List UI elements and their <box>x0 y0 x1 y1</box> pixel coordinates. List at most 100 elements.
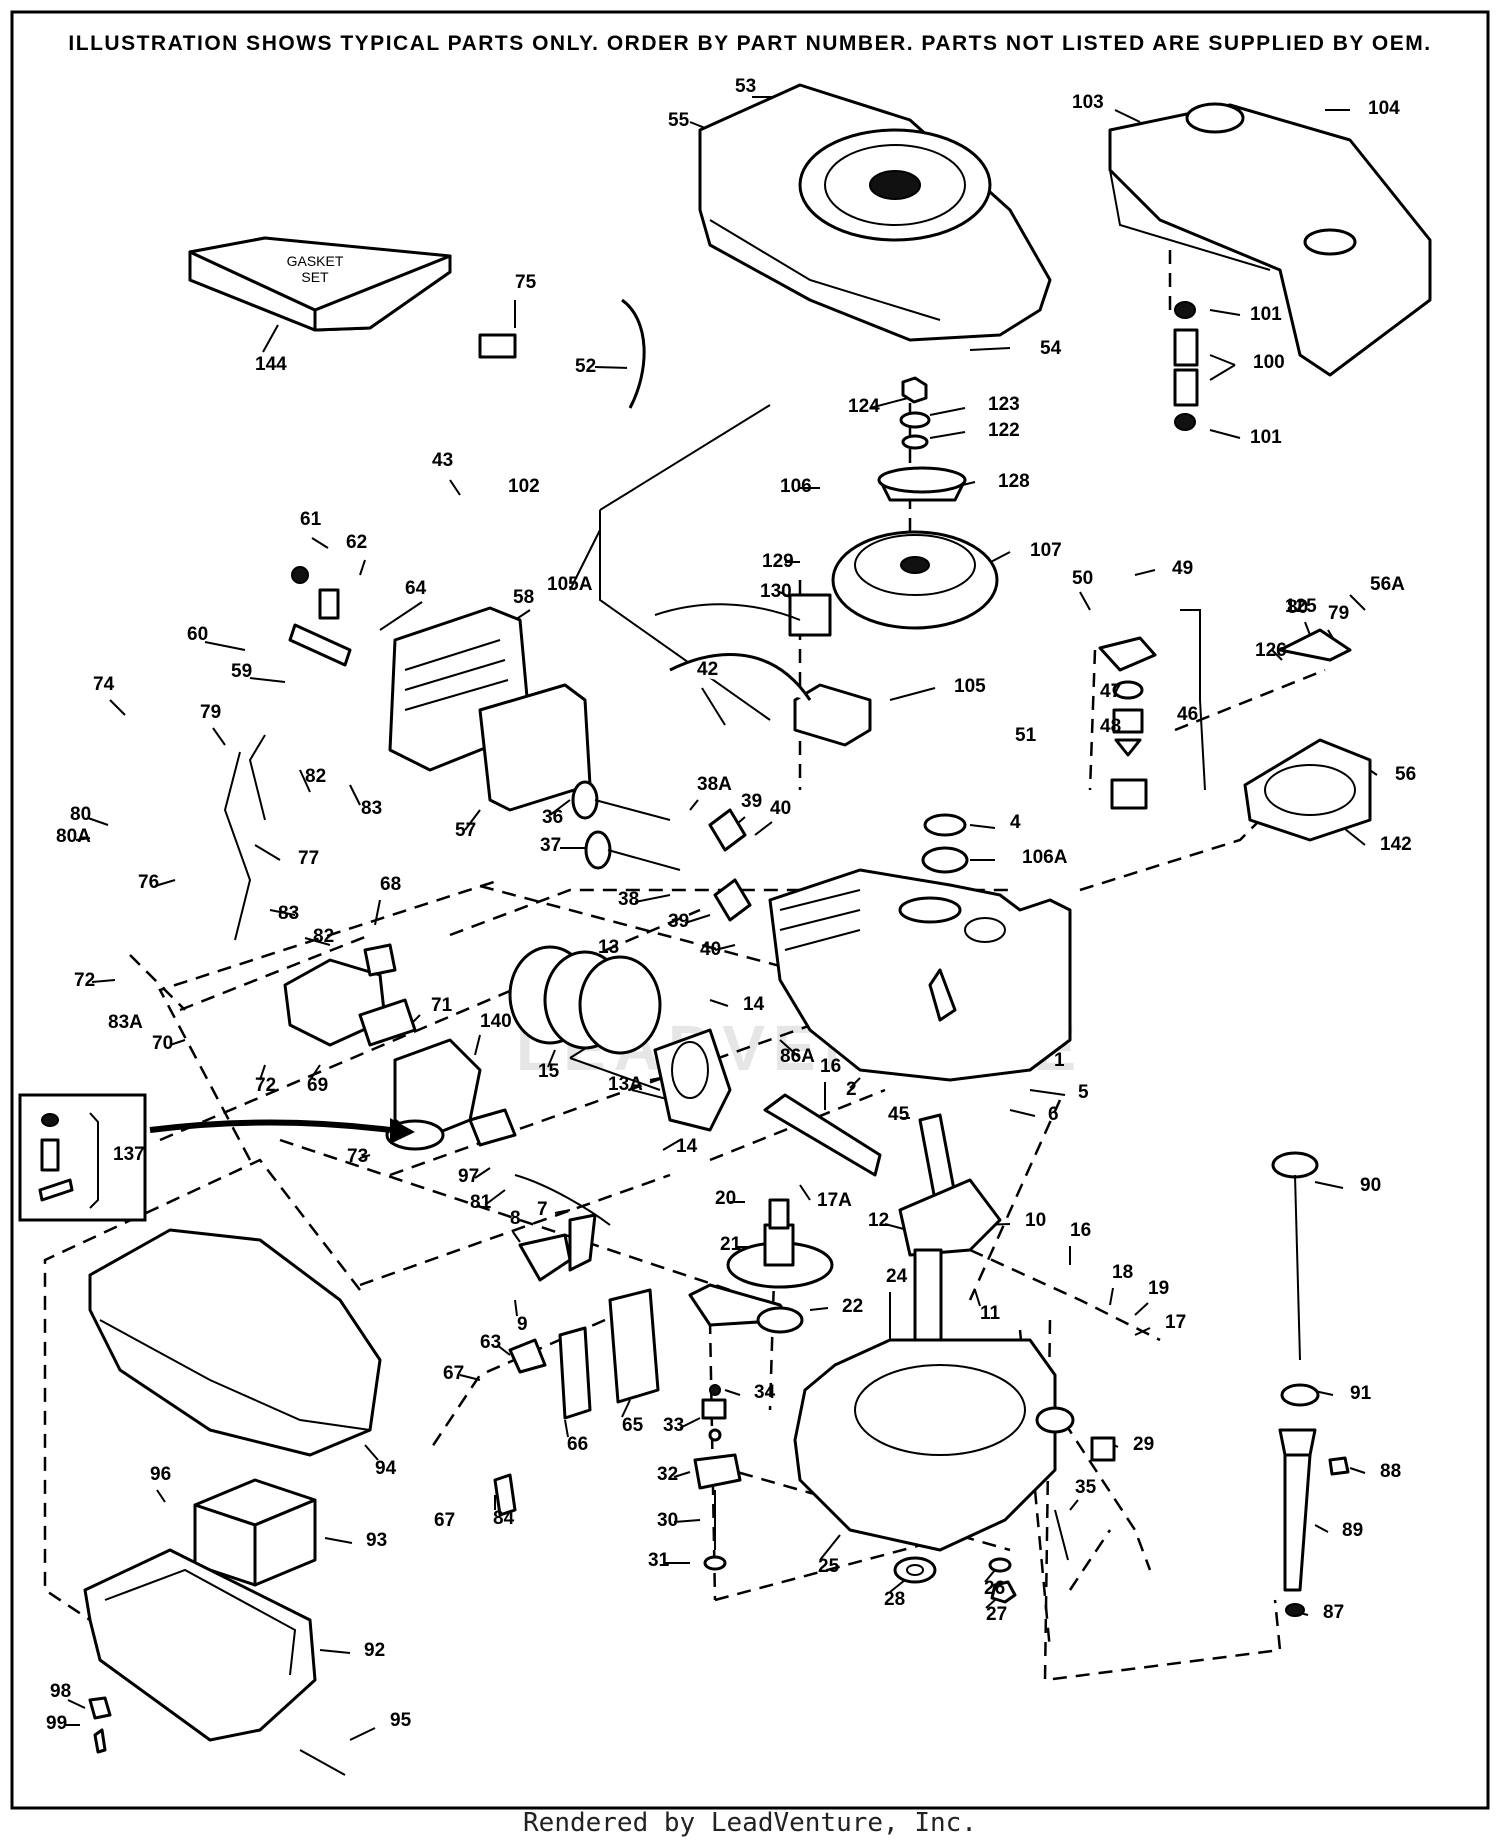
diagram-border <box>10 10 1490 1810</box>
exploded-parts-diagram: ILLUSTRATION SHOWS TYPICAL PARTS ONLY. O… <box>10 10 1490 1810</box>
callout-93: 93 <box>366 1530 387 1551</box>
carburetor <box>283 943 517 1151</box>
callout-16: 16 <box>820 1056 841 1077</box>
callout-84: 84 <box>493 1508 515 1529</box>
callout-53: 53 <box>735 76 756 97</box>
gasket-set-label-line2: SET <box>301 269 329 285</box>
callout-80A: 80A <box>56 826 91 847</box>
callout-75: 75 <box>515 272 537 293</box>
connecting-rod <box>763 1093 882 1177</box>
callout-81: 81 <box>470 1192 492 1213</box>
bearings <box>921 813 969 874</box>
callout-46: 46 <box>1177 704 1198 725</box>
callout-56: 56 <box>1395 764 1416 785</box>
callout-24: 24 <box>886 1266 908 1287</box>
callout-101: 101 <box>1250 304 1282 325</box>
callout-32: 32 <box>657 1464 678 1485</box>
callout-83: 83 <box>361 798 382 819</box>
callout-64: 64 <box>405 578 427 599</box>
callout-82: 82 <box>305 766 326 787</box>
callout-59: 59 <box>231 661 252 682</box>
fuel-line <box>1173 301 1199 431</box>
callout-86A: 86A <box>780 1046 815 1067</box>
callout-57: 57 <box>455 820 476 841</box>
callout-19: 19 <box>1148 1278 1169 1299</box>
callout-28: 28 <box>884 1589 905 1610</box>
callout-102: 102 <box>508 476 540 497</box>
callout-95: 95 <box>390 1710 412 1731</box>
cam-gear <box>726 1198 834 1289</box>
flywheel <box>831 530 999 630</box>
callout-39: 39 <box>741 791 762 812</box>
callout-70: 70 <box>152 1033 173 1054</box>
callout-2: 2 <box>846 1079 857 1100</box>
crankshaft <box>898 1113 1002 1362</box>
callout-58: 58 <box>513 587 534 608</box>
callout-54: 54 <box>1040 338 1062 359</box>
crankcase-cover <box>793 1338 1075 1552</box>
callout-89: 89 <box>1342 1520 1363 1541</box>
callout-140: 140 <box>480 1011 512 1032</box>
callout-36: 36 <box>542 807 563 828</box>
callout-73: 73 <box>347 1146 368 1167</box>
blower-housing <box>698 83 1052 342</box>
callout-30: 30 <box>657 1510 678 1531</box>
callout-10: 10 <box>1025 1210 1046 1231</box>
callout-62: 62 <box>346 532 367 553</box>
leader-lines <box>65 96 1378 1741</box>
governor-bushing <box>1098 636 1157 810</box>
callout-68: 68 <box>380 874 401 895</box>
callout-103: 103 <box>1072 92 1104 113</box>
callout-17: 17 <box>1165 1312 1186 1333</box>
callout-42: 42 <box>697 659 718 680</box>
callout-130: 130 <box>760 581 792 602</box>
callout-67: 67 <box>443 1363 464 1384</box>
breather-assembly <box>493 1288 660 1517</box>
callout-18: 18 <box>1112 1262 1133 1283</box>
callout-72: 72 <box>255 1075 276 1096</box>
callout-16: 16 <box>1070 1220 1091 1241</box>
air-cleaner-cover <box>88 1228 382 1457</box>
callout-27: 27 <box>986 1604 1007 1625</box>
callout-11: 11 <box>980 1303 1001 1324</box>
callout-66: 66 <box>567 1434 588 1455</box>
callout-99: 99 <box>46 1713 67 1734</box>
callout-40: 40 <box>700 939 721 960</box>
callout-15: 15 <box>538 1061 560 1082</box>
callout-101: 101 <box>1250 427 1282 448</box>
callout-124: 124 <box>848 396 880 417</box>
callout-90: 90 <box>1360 1175 1381 1196</box>
callout-56A: 56A <box>1370 574 1405 595</box>
air-filter-element <box>193 1478 317 1587</box>
callout-105A: 105A <box>547 574 593 595</box>
valves <box>571 780 752 922</box>
speed-control-bracket <box>1243 628 1372 842</box>
flywheel-hardware <box>877 376 967 502</box>
callout-17A: 17A <box>817 1190 852 1211</box>
callout-52: 52 <box>575 356 596 377</box>
callout-6: 6 <box>1048 1104 1059 1125</box>
callout-83A: 83A <box>108 1012 143 1033</box>
callout-106A: 106A <box>1022 847 1068 868</box>
callout-38: 38 <box>618 889 639 910</box>
callout-9: 9 <box>517 1314 528 1335</box>
callout-14: 14 <box>743 994 765 1015</box>
callout-123: 123 <box>988 394 1020 415</box>
ignition-module <box>654 593 872 747</box>
callout-26: 26 <box>984 1578 1005 1599</box>
callout-8: 8 <box>510 1208 521 1229</box>
callout-72: 72 <box>74 970 95 991</box>
piston-rings <box>508 945 732 1132</box>
fuel-tank <box>1108 102 1432 377</box>
callout-40: 40 <box>770 798 791 819</box>
callout-87: 87 <box>1323 1602 1344 1623</box>
oil-pump <box>693 1384 742 1571</box>
callout-94: 94 <box>375 1458 397 1479</box>
primer-inset-box <box>18 1093 415 1222</box>
callout-80: 80 <box>70 804 91 825</box>
footer-credit: Rendered by LeadVenture, Inc. <box>523 1808 977 1838</box>
engine-block <box>768 868 1072 1082</box>
callout-1: 1 <box>1054 1050 1065 1071</box>
callout-7: 7 <box>537 1199 548 1220</box>
